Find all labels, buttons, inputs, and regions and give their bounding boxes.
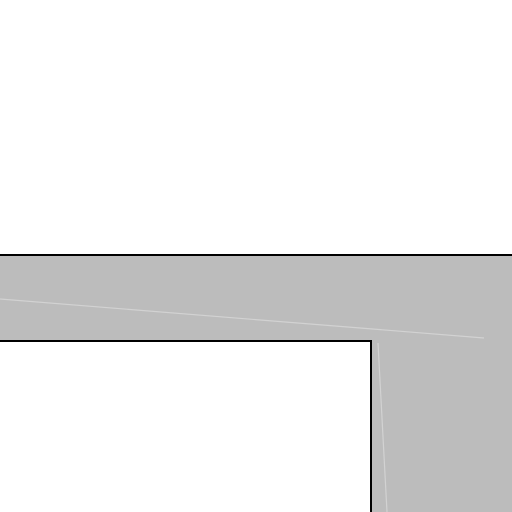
faint-road-line [377, 342, 388, 512]
horizontal-road[interactable] [0, 255, 512, 341]
faint-road-line [0, 298, 485, 339]
vertical-road[interactable] [371, 341, 512, 512]
